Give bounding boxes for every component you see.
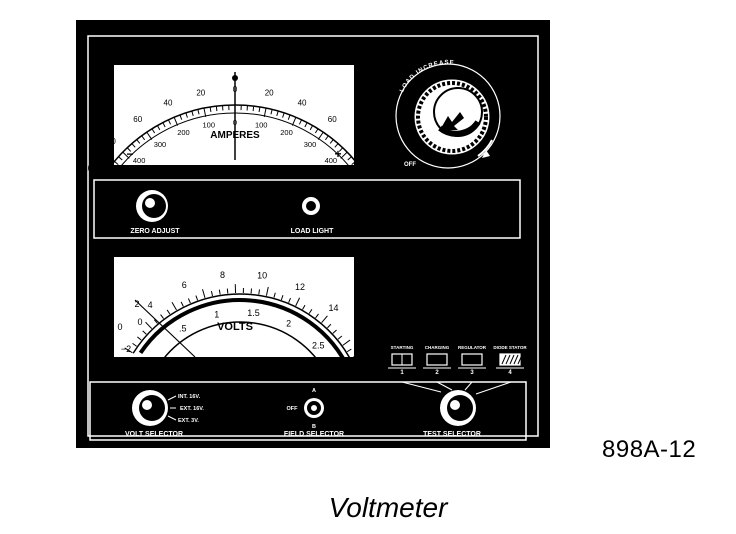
ammeter-outer-tick-label: 20 [265,88,274,97]
ammeter-inner-tick-label: 0 [233,118,237,127]
test-pointer-line-3 [464,381,473,391]
field-position-b: B [312,424,316,430]
test-position-number: 3 [470,370,474,376]
lower-panel-frame [89,381,527,441]
test-selector-knob[interactable] [440,390,476,426]
test-position-label: CHARGING [425,345,450,350]
voltmeter-middle-tick-label: 2.5 [312,341,325,351]
figure-caption: Voltmeter [328,492,448,523]
load-light-lamp [306,201,316,211]
ammeter-face [114,65,354,165]
voltmeter-upper-tick-label: 8 [220,270,225,280]
voltmeter-middle-tick-label: 1 [214,310,219,320]
voltmeter-upper-tick-label: 16 [355,332,365,342]
voltmeter-middle-tick-label: 1.5 [247,308,260,318]
ammeter-plus-sign: + [334,147,341,161]
ammeter-outer-tick-label: 100 [373,164,387,173]
voltmeter-upper-tick-label: 6 [182,280,187,290]
ammeter-inner-tick-label: 300 [304,140,317,149]
ammeter-minus-sign: − [126,147,133,161]
test-position-indicators: STARTING 1 CHARGING 2 REGULATOR 3 DIODE STATOR… [388,345,527,376]
ammeter-inner-tick-label: 200 [280,128,293,137]
volt-selector-label: VOLT SELECTOR [125,431,183,438]
test-pointer-line-4 [475,381,512,395]
ammeter-outer-tick-label: 80 [354,137,363,146]
test-selector-highlight [450,400,460,410]
test-selector-label: TEST SELECTOR [423,431,481,438]
load-knob-shadow [438,120,481,137]
voltmeter-left-tick-label: 2 [134,299,139,309]
voltmeter-upper-tick-label: 12 [295,282,305,292]
test-position-label: REGULATOR [458,345,487,350]
test-position-number: 2 [435,370,439,376]
load-knob-outer-ring [395,63,501,169]
ammeter-inner-tick-label: 400 [133,156,146,165]
voltmeter-face [114,257,354,357]
ammeter-outer-tick-label: 40 [298,99,307,108]
ammeter-inner-tick-label: 100 [203,120,216,129]
field-position-a: A [312,388,316,394]
ammeter-outer-tick-label: 20 [196,88,205,97]
figure-code: 898A-12 [602,436,697,463]
ammeter-outer-tick-label: 100 [83,164,97,173]
test-position-label: DIODE STATOR [493,345,527,350]
case-inner-bezel [87,35,539,437]
test-position-number: 1 [400,370,404,376]
ammeter-zero-mark [232,75,238,81]
ammeter-outer-tick-label: 80 [107,137,116,146]
load-light-label: LOAD LIGHT [291,228,334,235]
ammeter-inner-tick-label: 300 [154,140,167,149]
volt-selector-knob[interactable] [132,390,168,426]
voltmeter-lower-left-label: 0 [117,322,122,332]
test-pointer-line-2 [436,381,453,391]
ammeter-label: AMPERES [210,130,260,141]
field-position-off: OFF [287,406,299,412]
voltmeter-left-tick-label: −2 [121,344,131,354]
mid-panel-frame [93,179,521,239]
voltmeter-middle-tick-label: 2 [286,319,291,329]
load-increase-knob[interactable] [413,78,491,156]
voltmeter-upper-tick-label: 10 [257,271,267,281]
field-selector-label: FIELD SELECTOR [284,431,344,438]
ammeter-outer-tick-label: 60 [328,115,337,124]
volt-option-ext-3v: EXT. 3V. [178,418,199,424]
ammeter-inner-tick-label: 200 [177,128,190,137]
zero-adjust-knob[interactable] [136,190,168,222]
voltmeter-upper-tick-label: 4 [148,300,153,310]
zero-adjust-panel: ZERO ADJUST LOAD LIGHT [93,179,521,239]
ammeter-outer-tick-label: 0 [233,85,238,94]
load-direction-arrowhead [482,150,490,158]
ammeter-inner-tick-label: 100 [255,120,268,129]
test-pointer-line-1 [401,381,442,393]
voltmeter-middle-tick-label: 3 [336,371,341,381]
volt-option-int-16v: INT. 16V. [178,394,201,400]
voltmeter-middle-tick-label: .5 [179,323,187,333]
volt-option-ext-16v: EXT. 16V. [180,406,204,412]
ammeter-outer-tick-label: 40 [164,99,173,108]
field-selector-toggle [311,405,317,411]
voltmeter: 4 6 8 10 12 14 16 18 .5 1 1.5 2 2.5 3 2 0 −2 0 VOLTS [114,257,383,381]
zero-adjust-knob-highlight [145,198,155,208]
test-position-window [461,353,483,366]
voltmeter-upper-tick-label: 14 [329,303,339,313]
zero-adjust-label: ZERO ADJUST [130,228,180,235]
load-knob-off-label: OFF [404,162,416,168]
test-position-number: 4 [508,370,512,376]
voltmeter-left-tick-label: 0 [137,317,142,327]
test-selector-body [447,395,473,421]
load-direction-arrow [477,139,493,157]
voltmeter-scale: 4 6 8 10 12 14 16 18 .5 1 1.5 2 2.5 3 2 0 −2 0 [117,270,383,381]
voltmeter-upper-tick-label: 18 [373,367,383,377]
volt-selector-highlight [142,400,152,410]
ammeter-inner-tick-label: 400 [325,156,338,165]
ammeter-outer-tick-label: 60 [133,115,142,124]
voltmeter-label: VOLTS [217,321,253,333]
test-position-label: STARTING [391,345,414,350]
test-position-window [426,353,448,366]
load-knob-pointer-icon [440,112,464,130]
volt-selector-body [139,395,165,421]
selector-panel: INT. 16V. EXT. 16V. EXT. 3V. VOLT SELECT… [89,381,527,441]
field-selector-switch[interactable] [304,398,324,418]
